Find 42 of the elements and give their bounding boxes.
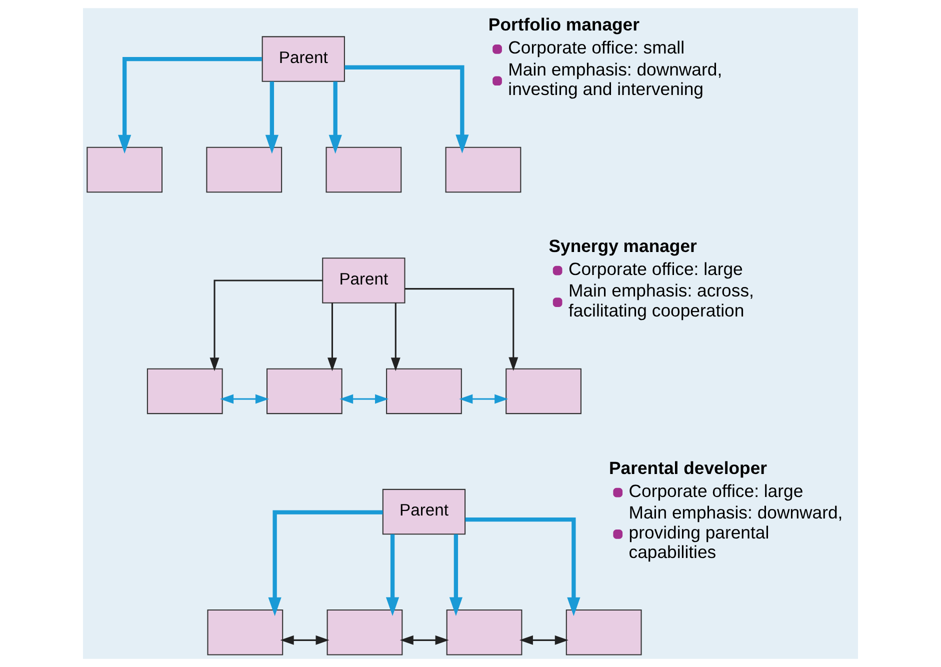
node-box: Parent [382, 488, 466, 535]
node-box [446, 610, 522, 656]
node-box [206, 146, 282, 193]
arrow [465, 518, 580, 616]
label: Main emphasis: downward, investing and intervening [508, 59, 722, 100]
label: Corporate office: large [628, 480, 804, 501]
arrow [280, 635, 330, 645]
label: Portfolio manager [488, 14, 640, 35]
arrow [220, 394, 270, 404]
arrow [328, 81, 342, 154]
arrow [386, 534, 400, 616]
arrow [404, 288, 518, 371]
node-box [86, 146, 163, 193]
arrow [519, 635, 568, 645]
arrow [268, 510, 383, 616]
node-box [386, 368, 462, 414]
arrow [390, 302, 400, 372]
node-box [266, 368, 342, 414]
arrow [340, 394, 389, 404]
node-box: Parent [262, 36, 345, 82]
arrow [118, 56, 262, 154]
arrow [344, 65, 469, 154]
node-box [506, 368, 582, 414]
label: Synergy manager [548, 236, 697, 256]
node-box [326, 610, 403, 656]
label: Main emphasis: across, facilitating cooperation [568, 280, 754, 320]
node-box: Parent [322, 258, 406, 304]
arrow [210, 280, 323, 372]
arrow [400, 635, 449, 645]
arrow [265, 81, 279, 154]
label: Parental developer [609, 458, 768, 478]
label: Corporate office: large [568, 258, 743, 279]
node-box [326, 146, 402, 193]
arrow [459, 394, 508, 404]
node-box [566, 610, 642, 656]
node-box [445, 146, 522, 193]
node-box [146, 368, 223, 414]
arrow [449, 534, 463, 616]
label: Corporate office: small [508, 37, 684, 58]
node-box [207, 610, 284, 656]
label: Main emphasis: downward, providing parental capabilities [628, 502, 843, 562]
arrow [328, 302, 337, 372]
